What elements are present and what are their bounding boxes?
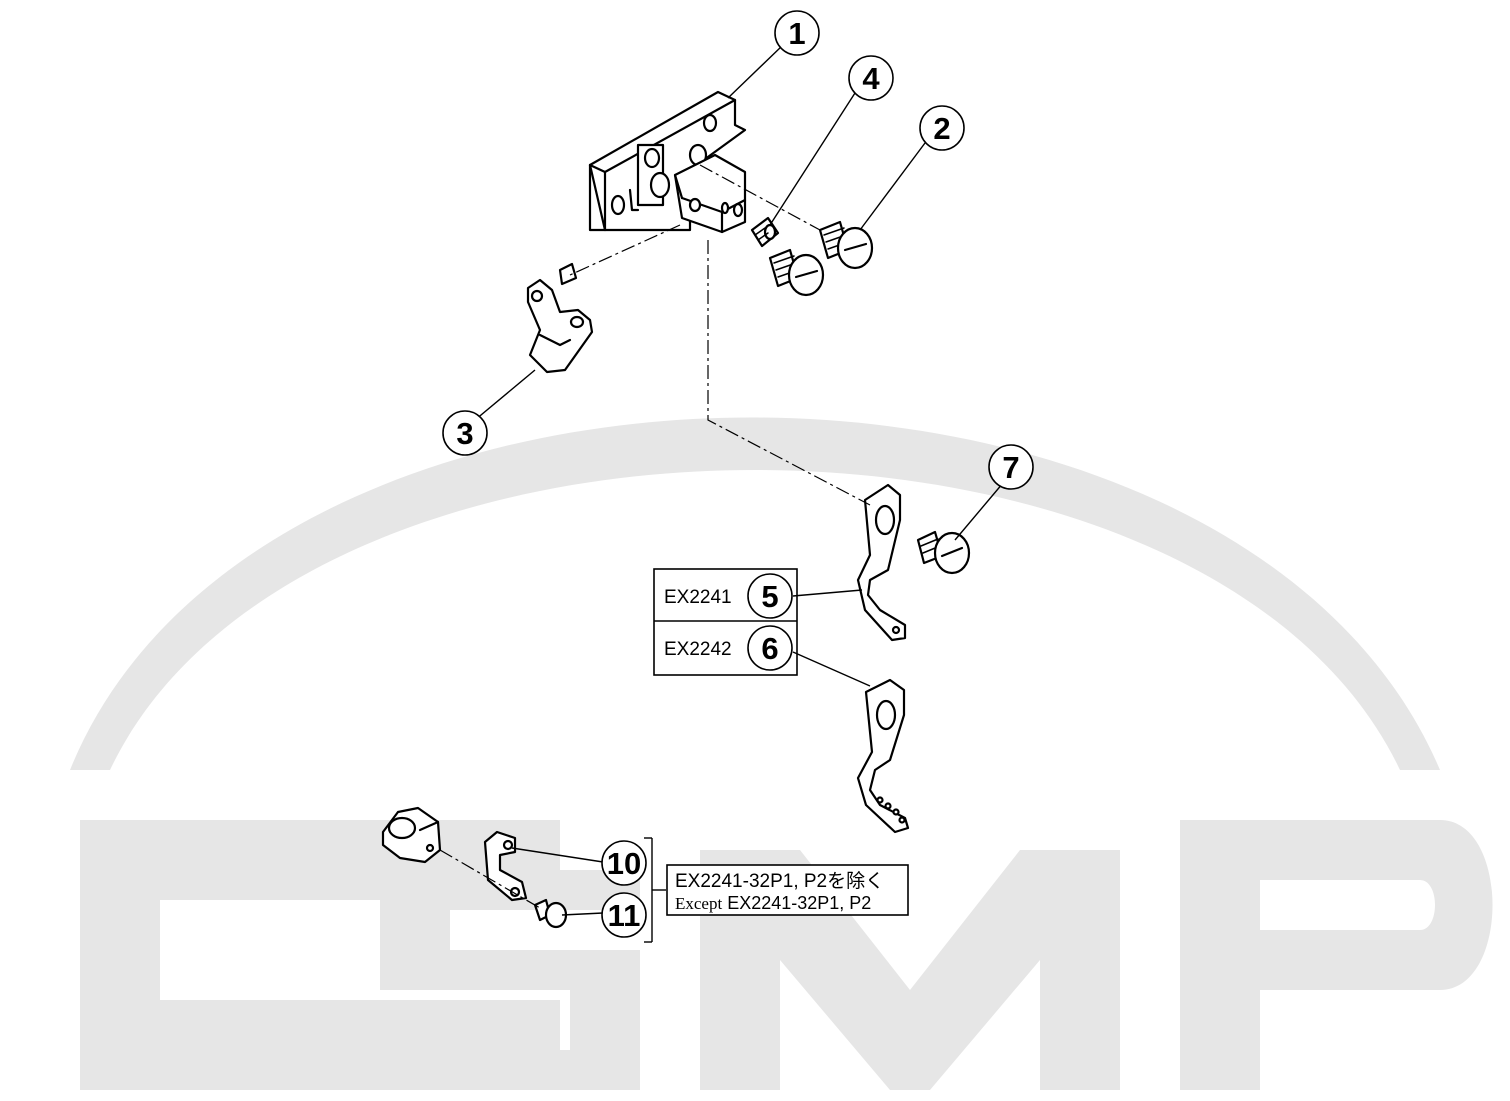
part-drawings: [381, 90, 971, 929]
watermark-logo: [70, 417, 1493, 1090]
part-3-lever: [526, 262, 594, 374]
callout-3-label: 3: [456, 416, 473, 451]
note-line-1: EX2241-32P1, P2を除く: [675, 870, 884, 892]
callout-4: 4: [848, 55, 894, 101]
assembly-dashed-lines: [439, 164, 871, 909]
callout-2: 2: [919, 105, 965, 151]
callout-6: 6: [747, 625, 793, 671]
part-11-screw: [533, 898, 568, 929]
callout-4-label: 4: [862, 61, 880, 96]
part-6-plate: [856, 678, 910, 834]
note-box: EX2241-32P1, P2を除く Except EX2241-32P1, P…: [666, 864, 909, 916]
part-2-screw-second: [768, 248, 825, 297]
callout-6-label: 6: [761, 631, 778, 666]
part-clamp-block: [381, 806, 442, 864]
callout-11-label: 11: [608, 898, 641, 933]
callout-7: 7: [988, 444, 1034, 490]
part-4-set-screw: [750, 216, 780, 248]
watermark-arc: [70, 417, 1440, 770]
callout-10-label: 10: [607, 846, 641, 881]
watermark-letter-s: [380, 870, 640, 1090]
callout-3: 3: [442, 410, 488, 456]
callout-5: 5: [747, 573, 793, 619]
callout-2-label: 2: [933, 111, 950, 146]
callout-11: 11: [601, 892, 647, 938]
note-line-2: Except EX2241-32P1, P2: [675, 893, 871, 913]
part-10-bracket: [483, 830, 528, 902]
watermark-letter-p: [1180, 820, 1493, 1090]
model-box-group: EX2241 EX2242: [653, 568, 798, 676]
callout-5-label: 5: [761, 579, 778, 614]
leader-lines: [462, 44, 1004, 943]
callouts: 1 4 2 3 7 5 6 10: [442, 10, 1034, 938]
model-box-frame: [653, 568, 798, 676]
note-line-2-rest: EX2241-32P1, P2: [722, 893, 871, 913]
part-7-screw: [916, 530, 971, 575]
part-5-plate: [856, 483, 907, 642]
part-1-plate: [588, 90, 747, 234]
callout-10: 10: [601, 840, 647, 886]
note-line-2-prefix: Except: [675, 894, 722, 913]
part-2-screw: [818, 220, 874, 270]
callout-1-label: 1: [788, 16, 805, 51]
callout-7-label: 7: [1002, 450, 1019, 485]
callout-1: 1: [774, 10, 820, 56]
model-label-ex2241: EX2241: [664, 587, 732, 608]
note-box-frame: [666, 864, 909, 916]
model-label-ex2242: EX2242: [664, 639, 732, 660]
